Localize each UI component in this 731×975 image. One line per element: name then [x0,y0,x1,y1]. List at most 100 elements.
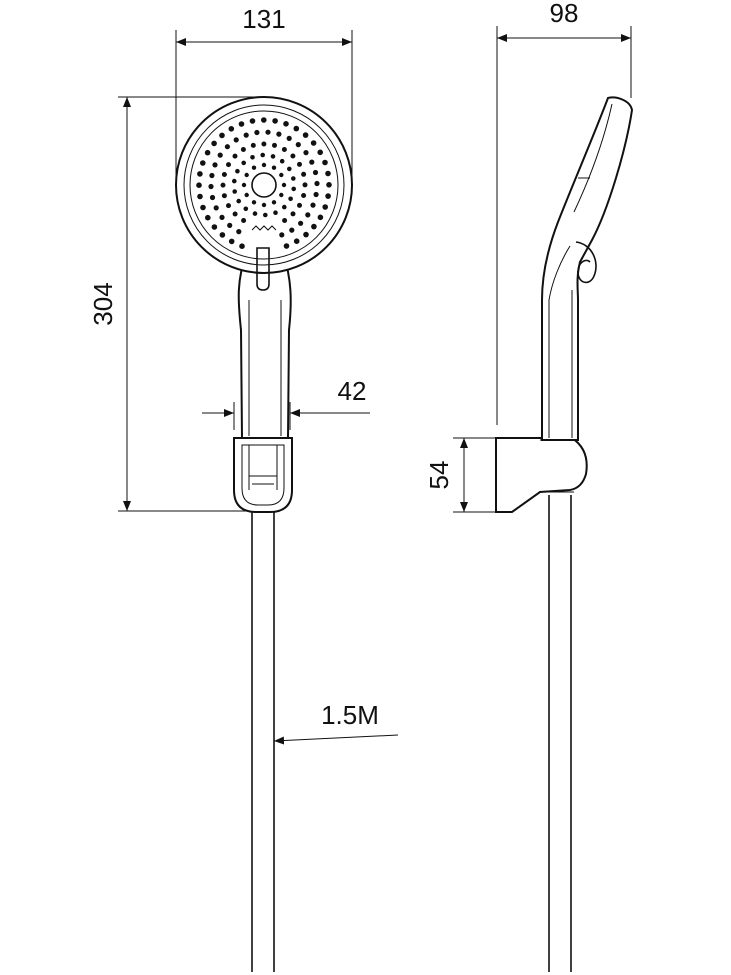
spray-hole [261,117,267,123]
front-view [175,96,353,972]
spray-hole [312,169,319,176]
spray-hole [325,193,331,199]
spray-hole [251,200,257,205]
spray-hole [241,218,247,223]
spray-hole [276,131,282,137]
spray-hole [252,211,258,216]
spray-hole [224,144,230,150]
spray-hole [260,152,266,158]
spray-hole [265,129,271,135]
spray-hole [221,193,227,199]
spray-hole [283,121,289,127]
spray-hole [213,205,219,211]
spray-hole [205,214,211,221]
spray-hole [241,182,247,188]
dimension-label-hose-length: 1.5M [321,700,379,730]
dimension-label-head-width: 131 [242,4,285,34]
spray-hole [314,180,320,187]
spray-hole [254,129,260,136]
spray-hole [302,182,308,188]
spray-hole [243,206,249,212]
spray-hole [282,204,287,210]
spray-hole [251,165,257,170]
spray-hole [243,132,249,138]
spray-hole [244,172,249,178]
spray-hole [281,147,287,152]
spray-hole [317,214,324,221]
spray-hole [305,212,311,218]
spray-hole [263,212,268,218]
spray-hole [249,118,256,124]
spray-hole [282,218,288,223]
spray-hole [271,165,277,170]
spray-hole [232,178,237,184]
spray-hole [272,142,277,148]
spray-hole [211,140,217,147]
spray-hole [219,214,225,220]
spray-hole [228,238,235,245]
shower-head-front [175,96,353,291]
spray-hole [204,149,211,156]
spray-hole [219,132,225,139]
spray-hole [303,150,309,156]
spray-hole [196,182,202,188]
spray-hole [200,204,206,211]
spray-hole [283,243,290,249]
dimension-label-holder-height: 54 [424,461,454,490]
spray-hole [322,159,328,166]
spray-hole [232,211,238,217]
hose-side [548,495,572,972]
spray-hole [310,140,317,146]
spray-hole [289,227,295,233]
dimension-handle-width: 42 [202,376,370,430]
spray-hole [271,200,277,205]
spray-hole [209,172,215,179]
spray-hole [309,159,315,165]
dimension-lines: 131 98 304 42 54 [88,0,632,745]
spray-hole [235,168,240,174]
spray-hole [197,171,203,177]
spray-hole [313,191,319,198]
spray-hole [232,189,237,194]
spray-hole [261,162,267,168]
spray-hole [288,196,293,202]
spray-hole [239,243,245,249]
dimension-side-depth: 98 [496,0,632,425]
spray-hole [197,193,203,200]
dimension-hose-length: 1.5M [273,700,399,745]
spray-hole [250,142,256,148]
spray-hole [279,192,284,198]
spray-hole [250,155,255,160]
dimension-holder-height: 54 [424,437,496,513]
hose-front [251,488,275,972]
dimension-total-height: 304 [88,96,258,512]
spray-hole [301,171,307,177]
spray-hole [226,203,231,209]
spray-hole [244,192,249,198]
dimension-label-total-height: 304 [88,282,118,325]
spray-hole [261,141,267,147]
spray-hole [273,210,278,215]
side-view [495,96,634,972]
spray-hole [290,153,296,159]
spray-hole [228,126,235,132]
spray-hole [325,170,331,177]
spray-hole [290,211,296,217]
dimension-label-side-depth: 98 [550,0,579,28]
spray-hole [236,198,241,204]
spray-hole [208,183,214,190]
spray-hole [297,202,302,208]
center-nozzle [251,172,277,198]
spray-hole [311,223,317,230]
spray-hole [233,137,239,143]
spray-hole [326,182,332,188]
spray-hole [303,231,309,238]
spray-hole [322,204,329,210]
wall-holder-side [495,437,588,513]
handle-front [237,249,292,439]
spray-hole [279,172,284,178]
spray-hole [295,142,301,148]
handle-side [541,96,634,441]
mode-lever [256,247,270,291]
